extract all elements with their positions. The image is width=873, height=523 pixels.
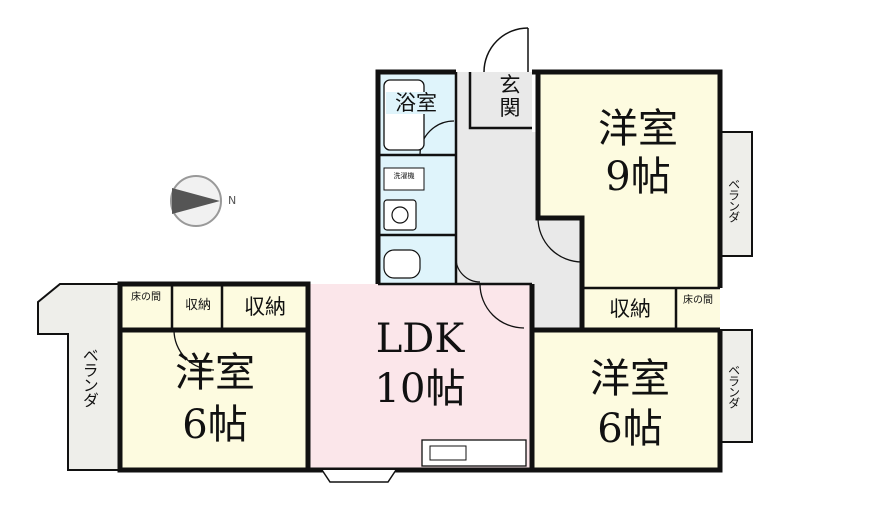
room-ldk-name: LDK — [375, 316, 465, 362]
room-western-6-right-size: 6帖 — [597, 406, 663, 452]
closet-left-label: 収納 — [244, 295, 286, 319]
kitchen-counter — [421, 439, 527, 467]
room-western-6-left-size: 6帖 — [182, 402, 248, 448]
balcony-left-area — [37, 283, 121, 471]
balcony-right-bottom-area — [719, 329, 753, 443]
room-western-6-left-name: 洋室 — [175, 350, 255, 396]
compass-north-label: N — [228, 194, 237, 207]
room-western-6-right-name: 洋室 — [590, 356, 670, 402]
balcony-right-bottom-label: ベランダ — [726, 364, 741, 408]
bay-window — [321, 469, 397, 483]
washer-label: 洗濯機 — [393, 172, 415, 180]
balcony-right-top-label: ベランダ — [726, 178, 741, 222]
compass-north-arrow-icon — [170, 175, 222, 227]
closet-left-small-label: 収納 — [184, 298, 211, 313]
bath-label: 浴室 — [386, 92, 446, 114]
room-western-9-size: 9帖 — [605, 154, 671, 200]
room-ldk-area — [308, 284, 532, 470]
toilet — [383, 249, 421, 279]
storage-strip-left — [120, 284, 308, 330]
hallway-area — [456, 72, 582, 330]
room-western-9-name: 洋室 — [598, 106, 678, 152]
room-western-6-right-area — [532, 330, 720, 470]
balcony-right-top-area — [719, 131, 753, 257]
entrance-label: 玄関 — [499, 73, 521, 121]
tokonoma-left-label: 床の間 — [131, 292, 161, 303]
balcony-left-label: ベランダ — [79, 347, 99, 407]
room-western-6-left-area — [120, 330, 308, 470]
storage-strip-right — [582, 288, 720, 330]
closet-right-label: 収納 — [609, 297, 651, 321]
tokonoma-right-label: 床の間 — [683, 295, 713, 306]
washer-space — [383, 167, 425, 191]
room-ldk-size: 10帖 — [374, 366, 466, 412]
wash-basin — [383, 199, 417, 231]
